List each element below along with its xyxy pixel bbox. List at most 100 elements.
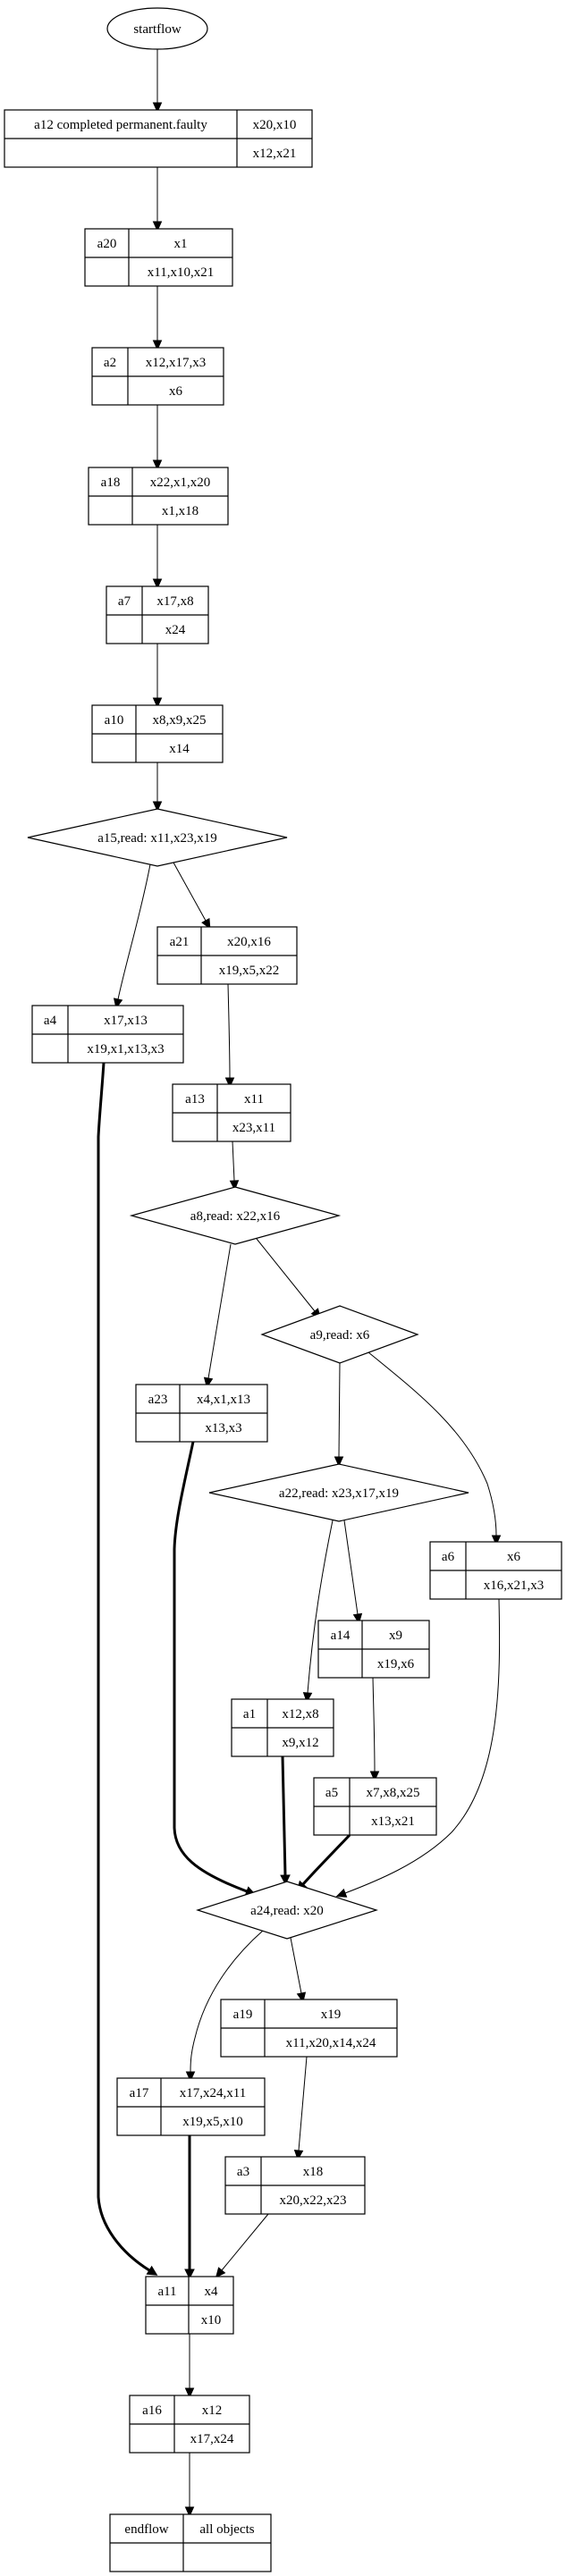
decision-node-a9[interactable]: a9,read: x6 <box>260 1305 419 1364</box>
task-top-objects: x7,x8,x25 <box>367 1786 420 1800</box>
task-top-objects: x17,x8 <box>156 594 193 609</box>
arrowhead-icon <box>302 1692 313 1704</box>
edge-line <box>343 1520 359 1615</box>
task-bottom-objects: x19,x5,x22 <box>219 964 280 978</box>
task-top-objects: x12,x8 <box>282 1707 318 1722</box>
edge-a20-to-a2 <box>152 286 163 351</box>
task-name: a23 <box>148 1393 168 1407</box>
arrowhead-icon <box>184 2506 195 2518</box>
arrowhead-icon <box>334 1456 344 1468</box>
task-bottom-objects: x1,x18 <box>162 504 199 518</box>
task-top-objects: x11 <box>244 1092 264 1107</box>
task-bottom-objects: x16,x21,x3 <box>484 1578 545 1593</box>
task-name: a17 <box>130 2086 149 2100</box>
task-bottom-objects: x12,x21 <box>253 147 297 161</box>
task-top-objects: x19 <box>321 2008 342 2022</box>
start-node[interactable]: startflow <box>106 7 208 50</box>
edge-a22-to-a1 <box>302 1520 334 1704</box>
edge-line <box>232 1141 235 1182</box>
edge-a3-to-a11 <box>215 2213 269 2278</box>
edge-line <box>227 983 231 1079</box>
task-bottom-objects: x17,x24 <box>190 2432 234 2446</box>
task-name: a2 <box>104 356 116 370</box>
edge-a11-to-a16 <box>184 2334 195 2399</box>
edge-line <box>117 863 151 1000</box>
decision-node-a15[interactable]: a15,read: x11,x23,x19 <box>27 808 288 867</box>
edge-startflow-to-a12 <box>152 49 163 114</box>
task-name: a20 <box>97 237 117 251</box>
edge-line <box>367 1351 497 1536</box>
decision-diamond <box>27 808 288 867</box>
arrowhead-icon <box>185 2071 196 2083</box>
task-top-objects: x6 <box>507 1550 521 1564</box>
task-name: a12 completed permanent.faulty <box>34 118 207 132</box>
arrowhead-icon <box>184 2269 195 2280</box>
task-name: a6 <box>442 1550 455 1564</box>
edge-a18-to-a7 <box>152 525 163 590</box>
arrowhead-icon <box>152 221 163 232</box>
edge-line <box>307 1520 334 1694</box>
edge-line <box>207 1243 232 1379</box>
edge-a9-to-a22 <box>334 1362 344 1468</box>
task-bottom-objects: x19,x6 <box>377 1657 415 1671</box>
decision-diamond <box>208 1463 469 1522</box>
arrowhead-icon <box>152 578 163 590</box>
task-name: a14 <box>331 1629 351 1643</box>
edge-a24-to-a19 <box>290 1937 307 2004</box>
task-name: endflow <box>124 2522 168 2537</box>
edge-a12-to-a20 <box>152 167 163 232</box>
arrowhead-icon <box>152 102 163 114</box>
edge-a8-to-a9 <box>256 1238 322 1319</box>
arrowhead-icon <box>293 2150 304 2161</box>
edge-a10-to-a15 <box>152 762 163 812</box>
task-name: a1 <box>243 1707 256 1722</box>
edge-line <box>298 2056 308 2151</box>
decision-node-a8[interactable]: a8,read: x22,x16 <box>129 1186 342 1245</box>
task-name: a7 <box>118 594 131 609</box>
task-top-objects: x4 <box>205 2285 219 2299</box>
edge-line <box>344 1598 501 1894</box>
task-node-a6[interactable]: a6 x6 x16,x21,x3 <box>429 1541 562 1600</box>
edge-line <box>173 1441 248 1893</box>
decision-node-a22[interactable]: a22,read: x23,x17,x19 <box>208 1463 469 1522</box>
decision-node-a24[interactable]: a24,read: x20 <box>196 1881 378 1940</box>
decision-diamond <box>196 1881 378 1940</box>
arrowhead-icon <box>491 1535 502 1546</box>
task-top-objects: x20,x16 <box>227 935 271 949</box>
edge-a15-to-a4 <box>113 863 151 1009</box>
edge-a21-to-a13 <box>224 983 235 1089</box>
task-top-objects: x18 <box>303 2165 324 2179</box>
task-bottom-objects: x11,x10,x21 <box>148 265 214 280</box>
task-bottom-objects: x19,x1,x13,x3 <box>87 1042 164 1056</box>
edge-a19-to-a3 <box>293 2056 308 2161</box>
nodes-layer: startflow a12 completed permanent.faulty… <box>4 7 562 2572</box>
edge-a15-to-a21 <box>173 862 211 930</box>
edge-a8-to-a23 <box>203 1243 232 1389</box>
edge-line <box>372 1677 376 1772</box>
arrowhead-icon <box>201 918 211 930</box>
edge-a24-to-a17 <box>185 1930 264 2083</box>
decision-label: a9,read: x6 <box>310 1328 370 1343</box>
task-bottom-objects: x11,x20,x14,x24 <box>286 2036 376 2050</box>
task-name: a16 <box>142 2403 162 2418</box>
